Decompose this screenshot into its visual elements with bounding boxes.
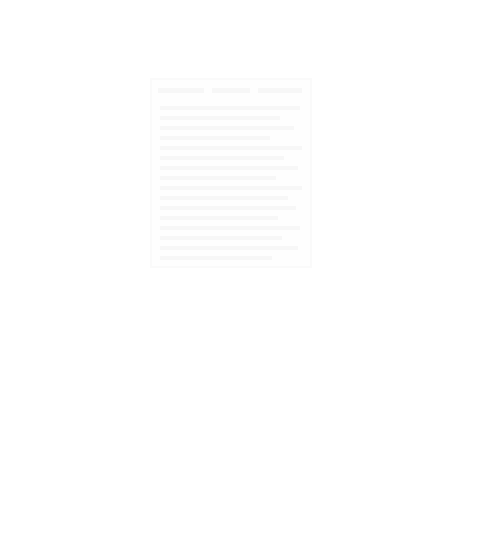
- faded-document-image-icon: [150, 78, 312, 268]
- faded-document-thumbnail: [150, 78, 312, 268]
